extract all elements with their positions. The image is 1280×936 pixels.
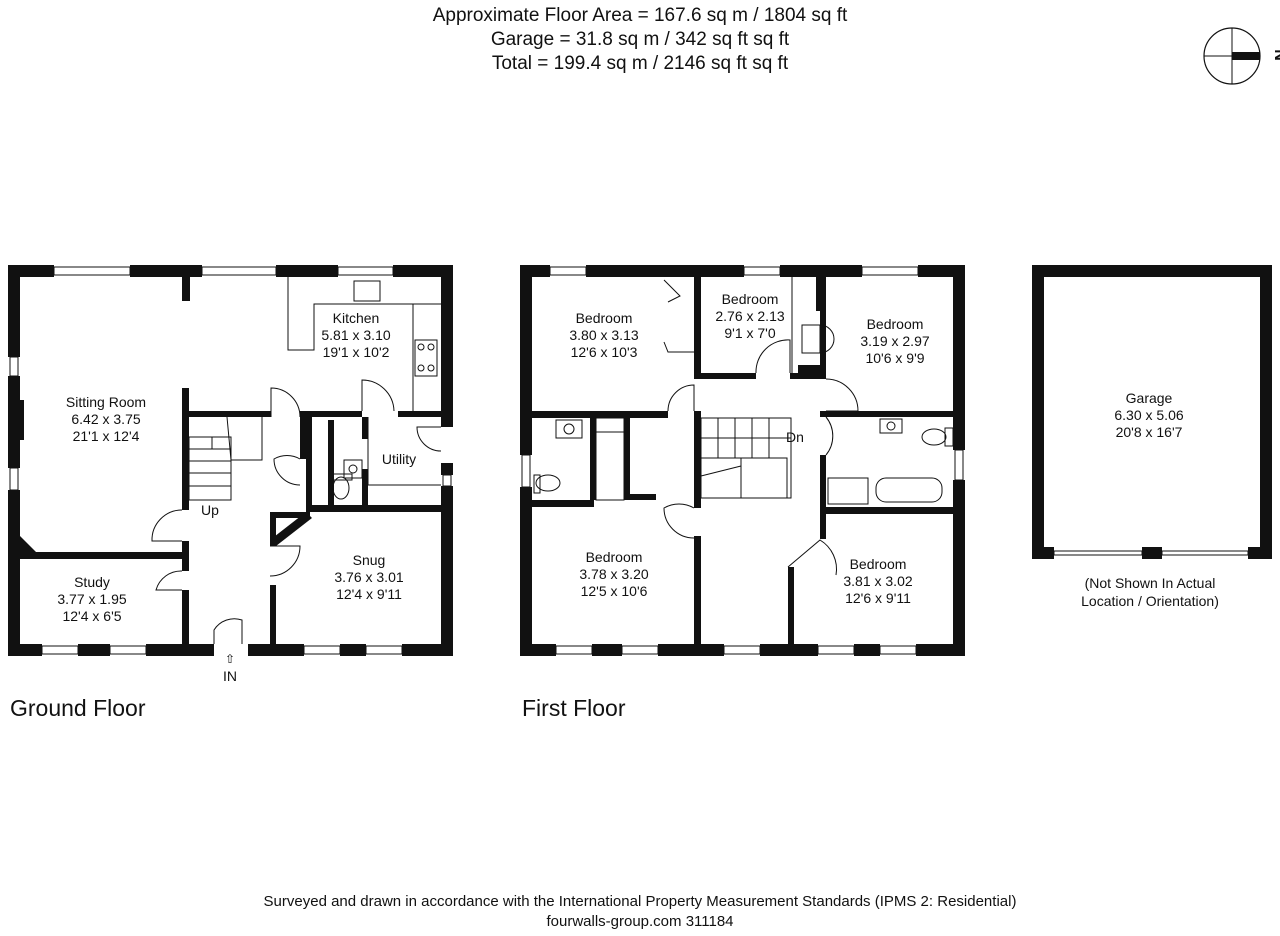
room-imperial: 12'6 x 9'11 — [845, 590, 911, 606]
room-sitting-room: Sitting Room 6.42 x 3.75 21'1 x 12'4 — [66, 394, 146, 445]
room-metric: 3.19 x 2.97 — [860, 333, 930, 349]
garage-note: (Not Shown In Actual Location / Orientat… — [1081, 574, 1219, 610]
room-utility: Utility — [382, 451, 416, 468]
room-imperial: 12'5 x 10'6 — [580, 583, 648, 599]
room-study: Study 3.77 x 1.95 12'4 x 6'5 — [57, 574, 126, 625]
room-metric: 3.81 x 3.02 — [843, 573, 913, 589]
room-metric: 6.30 x 5.06 — [1114, 407, 1184, 423]
entrance-arrow-icon: ⇧ — [224, 652, 236, 666]
room-name: Kitchen — [332, 310, 380, 326]
room-bedroom-1: Bedroom 3.80 x 3.13 12'6 x 10'3 — [569, 310, 638, 361]
room-bedroom-2: Bedroom 2.76 x 2.13 9'1 x 7'0 — [715, 291, 784, 342]
footer-reference: fourwalls-group.com 311184 — [546, 913, 734, 930]
garage-area-line: Garage = 31.8 sq m / 342 sq ft sq ft — [490, 29, 790, 50]
room-metric: 6.42 x 3.75 — [71, 411, 141, 427]
room-name: Bedroom — [575, 310, 633, 326]
room-metric: 5.81 x 3.10 — [321, 327, 391, 343]
room-name: Bedroom — [721, 291, 779, 307]
first-floor-title: First Floor — [522, 695, 626, 721]
room-name: Bedroom — [585, 549, 643, 565]
room-name: Utility — [381, 451, 417, 467]
room-name: Sitting Room — [65, 394, 147, 410]
garage-note-line2: Location / Orientation) — [1081, 593, 1219, 609]
room-imperial: 20'8 x 16'7 — [1115, 424, 1183, 440]
room-imperial: 21'1 x 12'4 — [72, 428, 140, 444]
room-imperial: 19'1 x 10'2 — [322, 344, 390, 360]
room-imperial: 12'6 x 10'3 — [570, 344, 638, 360]
compass-icon — [1203, 27, 1261, 85]
room-name: Study — [74, 574, 110, 590]
room-bedroom-5: Bedroom 3.81 x 3.02 12'6 x 9'11 — [843, 556, 912, 607]
room-name: Bedroom — [849, 556, 907, 572]
stairs-up-label: Up — [201, 502, 219, 518]
room-name: Snug — [352, 552, 386, 568]
total-area-line: Total = 199.4 sq m / 2146 sq ft sq ft — [491, 53, 789, 74]
garage-note-line1: (Not Shown In Actual — [1084, 575, 1216, 591]
room-metric: 3.76 x 3.01 — [334, 569, 404, 585]
room-kitchen: Kitchen 5.81 x 3.10 19'1 x 10'2 — [321, 310, 390, 361]
floor-area-line: Approximate Floor Area = 167.6 sq m / 18… — [432, 5, 848, 26]
room-garage: Garage 6.30 x 5.06 20'8 x 16'7 — [1114, 390, 1183, 441]
room-imperial: 12'4 x 9'11 — [336, 586, 402, 602]
room-imperial: 10'6 x 9'9 — [865, 350, 925, 366]
room-metric: 3.77 x 1.95 — [57, 591, 127, 607]
room-name: Bedroom — [866, 316, 924, 332]
room-snug: Snug 3.76 x 3.01 12'4 x 9'11 — [334, 552, 403, 603]
room-metric: 3.80 x 3.13 — [569, 327, 639, 343]
room-name: Garage — [1125, 390, 1173, 406]
room-metric: 3.78 x 3.20 — [579, 566, 649, 582]
room-metric: 2.76 x 2.13 — [715, 308, 785, 324]
ground-floor-title: Ground Floor — [10, 695, 146, 721]
room-bedroom-4: Bedroom 3.78 x 3.20 12'5 x 10'6 — [579, 549, 648, 600]
garage-plan — [1032, 265, 1272, 559]
footer-standards: Surveyed and drawn in accordance with th… — [263, 893, 1017, 910]
room-imperial: 9'1 x 7'0 — [724, 325, 776, 341]
north-label: N — [1270, 49, 1280, 61]
entrance-label: IN — [223, 668, 237, 684]
room-imperial: 12'4 x 6'5 — [62, 608, 122, 624]
ground-floor-plan — [8, 265, 453, 656]
stairs-down-label: Dn — [786, 429, 804, 445]
first-floor-plan — [520, 265, 965, 656]
room-bedroom-3: Bedroom 3.19 x 2.97 10'6 x 9'9 — [860, 316, 929, 367]
